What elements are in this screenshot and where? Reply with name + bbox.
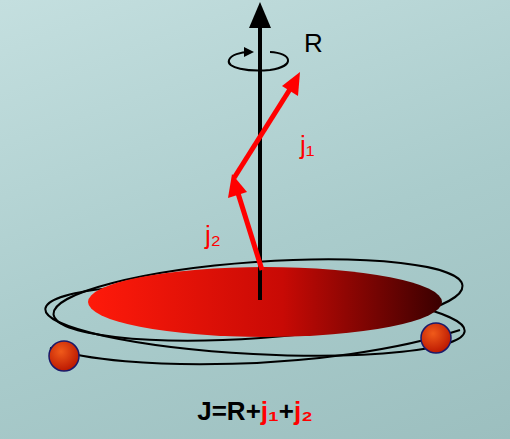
arrowhead [244, 47, 254, 57]
arrowhead [282, 72, 300, 96]
rotation-label: R [304, 30, 323, 56]
electron [421, 323, 451, 353]
vector-j2 [237, 190, 262, 270]
rotating-disk [88, 267, 442, 337]
rotation-arrow [229, 52, 288, 71]
equation: J=R+j₁+j₂ [197, 398, 313, 424]
arrowhead [228, 174, 247, 198]
vector-j1 [234, 86, 292, 178]
electron [49, 341, 79, 371]
vector-label: j₂ [205, 222, 221, 248]
arrowhead [249, 2, 271, 28]
orbit [50, 330, 460, 364]
vector-label: j₁ [300, 132, 315, 158]
